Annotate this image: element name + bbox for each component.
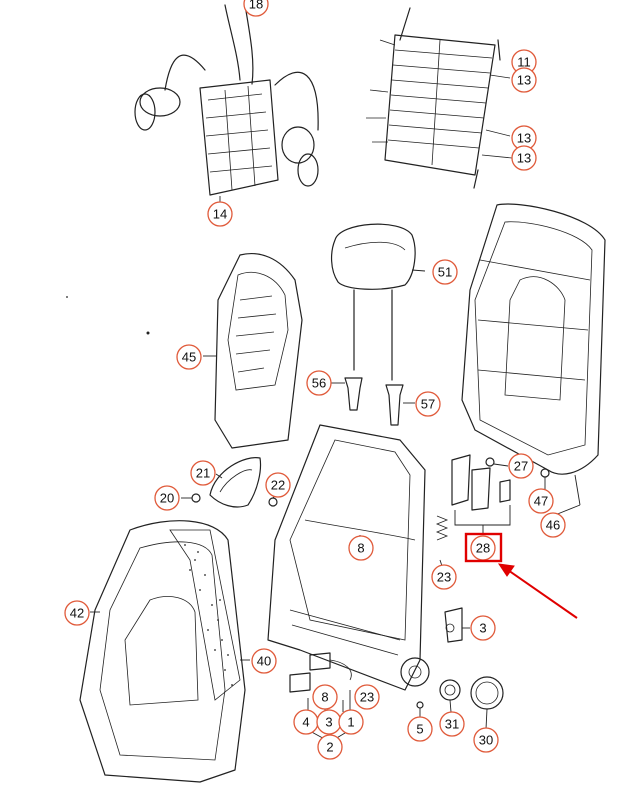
part-11-spring-mat (366, 7, 513, 189)
callout-42: 42 (64, 600, 90, 626)
callout-40: 40 (251, 648, 277, 674)
svg-text:21: 21 (196, 466, 210, 481)
callout-46: 46 (540, 512, 566, 538)
svg-text:2: 2 (326, 740, 333, 755)
callout-45: 45 (176, 344, 202, 370)
callout-57: 57 (415, 391, 441, 417)
stray-dot (146, 331, 150, 335)
svg-text:31: 31 (445, 717, 459, 732)
svg-text:30: 30 (479, 733, 493, 748)
svg-text:14: 14 (213, 207, 227, 222)
callout-20: 20 (154, 485, 180, 511)
highlight-box-28 (464, 532, 503, 563)
svg-text:13: 13 (517, 131, 531, 146)
part-8-seat-frame (267, 424, 430, 691)
part-46-backrest-frame (461, 203, 606, 516)
svg-text:13: 13 (517, 151, 531, 166)
svg-text:3: 3 (325, 715, 332, 730)
svg-text:28: 28 (476, 541, 490, 556)
callout-56: 56 (306, 370, 332, 396)
callout-8-b: 8 (312, 684, 338, 710)
part-51-headrest (331, 223, 426, 381)
callout-21: 21 (190, 460, 216, 486)
callout-13-b: 13 (511, 125, 537, 151)
callout-47: 47 (528, 488, 554, 514)
callout-4: 4 (293, 709, 319, 735)
svg-text:13: 13 (517, 73, 531, 88)
svg-text:51: 51 (438, 265, 452, 280)
callout-22: 22 (265, 472, 291, 498)
callout-2: 2 (317, 734, 343, 760)
svg-text:5: 5 (416, 722, 423, 737)
part-42-seat-cushion (79, 520, 250, 783)
callout-1: 1 (338, 709, 364, 735)
callout-31: 31 (439, 711, 465, 737)
callout-3-b: 3 (316, 709, 342, 735)
svg-text:20: 20 (160, 491, 174, 506)
svg-text:22: 22 (271, 478, 285, 493)
callout-3-a: 3 (470, 615, 496, 641)
callout-13-c: 13 (511, 145, 537, 171)
stray-dot (66, 296, 68, 298)
svg-text:45: 45 (182, 350, 196, 365)
svg-text:23: 23 (437, 570, 451, 585)
callout-23-b: 23 (354, 684, 380, 710)
callout-23-a: 23 (431, 564, 457, 590)
callout-14: 14 (207, 201, 233, 227)
svg-text:56: 56 (312, 376, 326, 391)
callout-51: 51 (432, 259, 458, 285)
callout-30: 30 (473, 727, 499, 753)
callout-13-a: 13 (511, 67, 537, 93)
callout-18: 18 (243, 0, 269, 17)
svg-text:47: 47 (534, 494, 548, 509)
svg-text:3: 3 (479, 621, 486, 636)
callout-28: 28 (470, 535, 496, 561)
parts-20-21-22 (181, 457, 278, 508)
svg-text:8: 8 (357, 541, 364, 556)
svg-text:57: 57 (421, 397, 435, 412)
callout-8: 8 (348, 535, 374, 561)
parts-56-57-headrest-guides (331, 377, 415, 426)
svg-text:11: 11 (517, 55, 531, 70)
svg-text:1: 1 (347, 715, 354, 730)
svg-text:4: 4 (302, 715, 309, 730)
svg-text:8: 8 (321, 690, 328, 705)
svg-text:23: 23 (360, 690, 374, 705)
svg-text:40: 40 (257, 654, 271, 669)
highlight-arrow (497, 563, 578, 619)
svg-text:42: 42 (70, 606, 84, 621)
svg-text:27: 27 (514, 459, 528, 474)
parts-30-31-5 (416, 676, 504, 730)
callout-27: 27 (508, 453, 534, 479)
part-14-lumbar-mat (134, 4, 319, 204)
svg-text:46: 46 (546, 518, 560, 533)
svg-text:18: 18 (249, 0, 263, 12)
callout-5: 5 (407, 716, 433, 742)
part-45-backrest-pad (203, 253, 303, 449)
